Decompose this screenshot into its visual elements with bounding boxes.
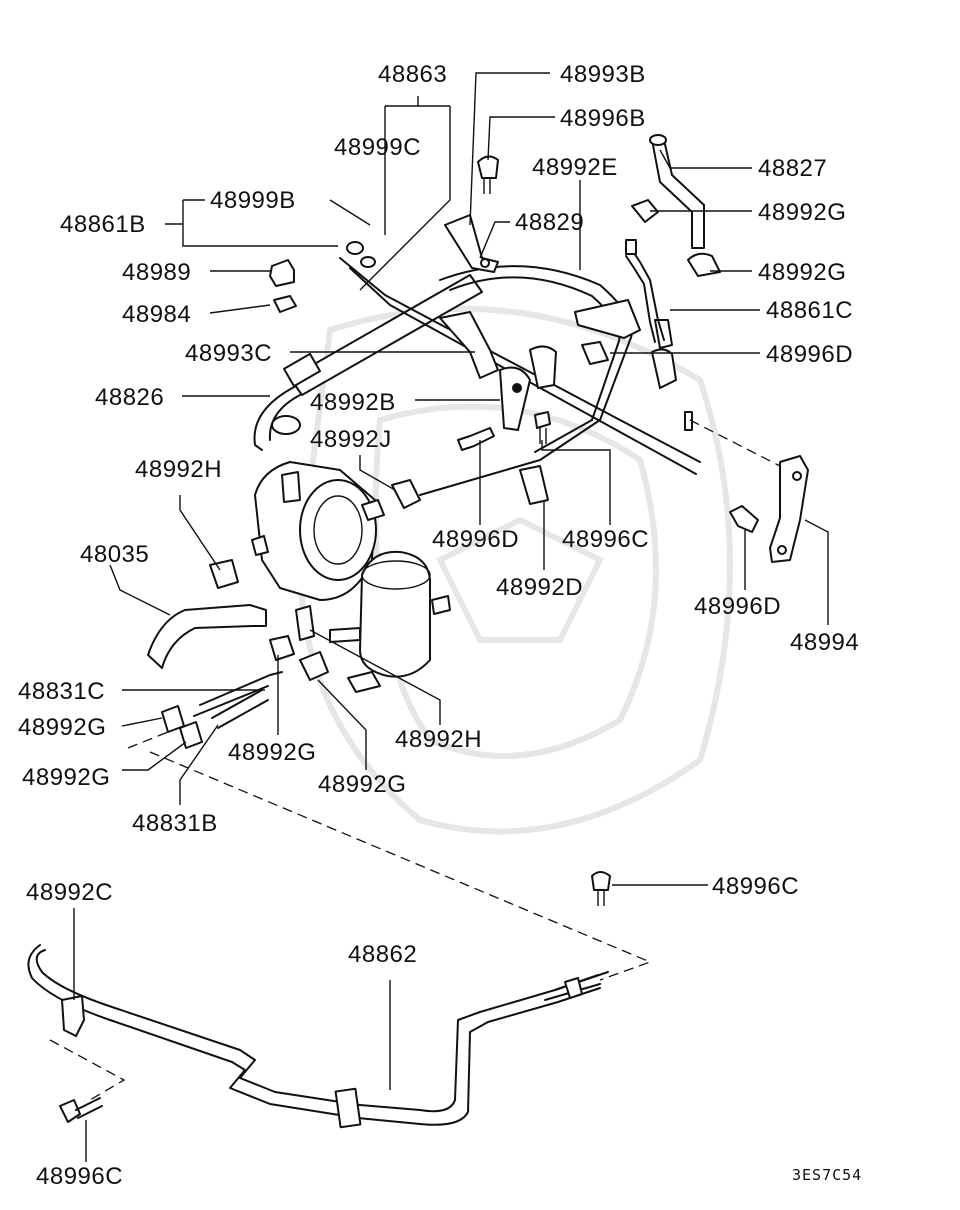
label-48996D: 48996D [766,341,853,368]
label-48861C: 48861C [766,297,853,324]
reservoir [329,550,451,693]
diagram-code: 3ES7C54 [792,1166,862,1184]
label-48996D: 48996D [432,526,519,553]
label-48992G: 48992G [22,764,110,791]
label-48993B: 48993B [560,61,646,88]
hoses-lower [147,559,329,749]
fittings-upper [269,155,693,509]
label-48984: 48984 [122,301,191,328]
label-leader-lines [73,72,829,1162]
label-48863: 48863 [378,61,447,88]
label-48831C: 48831C [18,678,105,705]
cooler-tube-48862 [27,944,609,1129]
dashed-leader-lines [49,419,781,1101]
label-48827: 48827 [758,155,827,182]
label-48992H: 48992H [135,456,222,483]
label-48861B: 48861B [60,211,146,238]
label-48035: 48035 [80,541,149,568]
label-48996D: 48996D [694,593,781,620]
bolts-lower [59,871,611,1123]
label-48996C: 48996C [712,873,799,900]
label-48994: 48994 [790,629,859,656]
label-48862: 48862 [348,941,417,968]
return-tube-48861C [625,239,665,343]
label-48992H: 48992H [395,726,482,753]
label-48993C: 48993C [185,340,272,367]
label-48992E: 48992E [532,154,618,181]
label-48992J: 48992J [310,426,392,453]
label-48999C: 48999C [334,134,421,161]
label-48992G: 48992G [758,199,846,226]
label-48996C: 48996C [36,1163,123,1190]
label-48996C: 48996C [562,526,649,553]
label-48992G: 48992G [318,771,406,798]
label-48831B: 48831B [132,810,218,837]
label-48992G: 48992G [758,259,846,286]
label-48826: 48826 [95,384,164,411]
label-48992C: 48992C [26,879,113,906]
bracket-48994 [729,455,809,563]
label-48829: 48829 [515,209,584,236]
label-48992B: 48992B [310,389,396,416]
label-48996B: 48996B [560,105,646,132]
pump-body [251,461,385,601]
label-48992G: 48992G [18,714,106,741]
label-48992D: 48992D [496,574,583,601]
hose-48827 [631,134,721,389]
part-labels: 48863 48993B 48996B 48999C 48992E 48827 … [18,61,862,1190]
label-48992G: 48992G [228,739,316,766]
label-48999B: 48999B [210,187,296,214]
label-48989: 48989 [122,259,191,286]
